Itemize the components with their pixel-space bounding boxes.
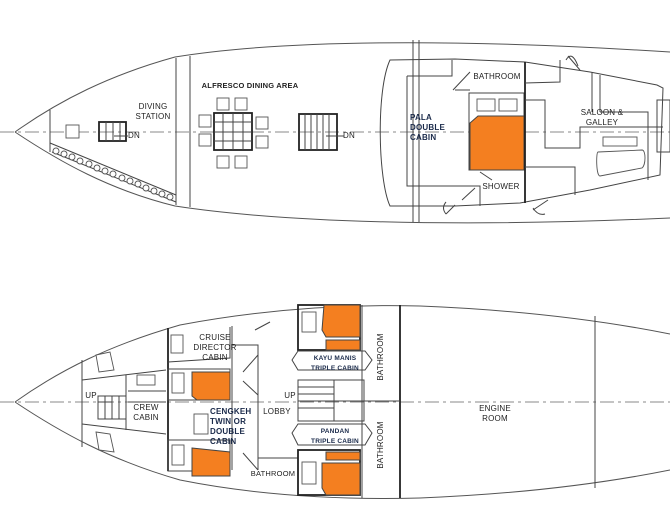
stair-up-lobby: [297, 379, 365, 422]
hatch: [65, 124, 80, 139]
label-diving-station: DIVING STATION: [135, 102, 171, 121]
cengkeh-bed-top: [191, 371, 231, 401]
label-bathroom-upper: BATHROOM: [473, 72, 521, 81]
kayu-manis-bed-top: [321, 304, 361, 338]
label-dn-dining: DN: [343, 131, 355, 140]
label-lobby: LOBBY: [263, 407, 291, 416]
label-kayu-manis-cabin: KAYU MANIS TRIPLE CABIN: [311, 355, 359, 372]
pala-bed: [469, 115, 525, 171]
label-crew-cabin: CREW CABIN: [133, 403, 159, 422]
label-bathroom-lobby: BATHROOM: [250, 469, 296, 478]
label-shower: SHOWER: [482, 182, 520, 191]
stair-up-crew: [97, 395, 127, 420]
label-cengkeh-cabin: CENGKEH TWIN OR DOUBLE CABIN: [210, 407, 252, 446]
label-alfresco-dining: ALFRESCO DINING AREA: [201, 81, 299, 90]
pandan-bed-top: [325, 451, 361, 461]
deckhouse-outline: [379, 58, 664, 207]
kayu-manis-bed-bottom: [325, 339, 361, 351]
label-bathroom-bottom: BATHROOM: [376, 421, 385, 469]
label-pandan-cabin: PANDAN TRIPLE CABIN: [311, 428, 359, 445]
label-dn-diving: DN: [128, 131, 140, 140]
lower-deck: [0, 304, 670, 499]
desk: [193, 413, 209, 435]
scuba-tank-rack: [52, 147, 174, 201]
label-saloon-galley: SALOON & GALLEY: [580, 108, 624, 127]
label-pala-double-cabin: PALA DOUBLE CABIN: [410, 113, 445, 142]
upper-deck: [0, 40, 670, 224]
label-up-crew: UP: [85, 391, 97, 400]
cengkeh-bed-bottom: [191, 447, 231, 477]
label-cruise-director-cabin: CRUISE DIRECTOR CABIN: [193, 333, 237, 362]
stair-down-diving: [98, 121, 128, 142]
label-engine-room: ENGINE ROOM: [479, 404, 511, 423]
dining-table: [198, 97, 269, 169]
upper-hull-outline: [14, 42, 670, 224]
label-up-lobby: UP: [284, 391, 296, 400]
pandan-bed-bottom: [321, 462, 361, 496]
stair-down-dining: [298, 113, 344, 151]
label-bathroom-top: BATHROOM: [376, 333, 385, 381]
